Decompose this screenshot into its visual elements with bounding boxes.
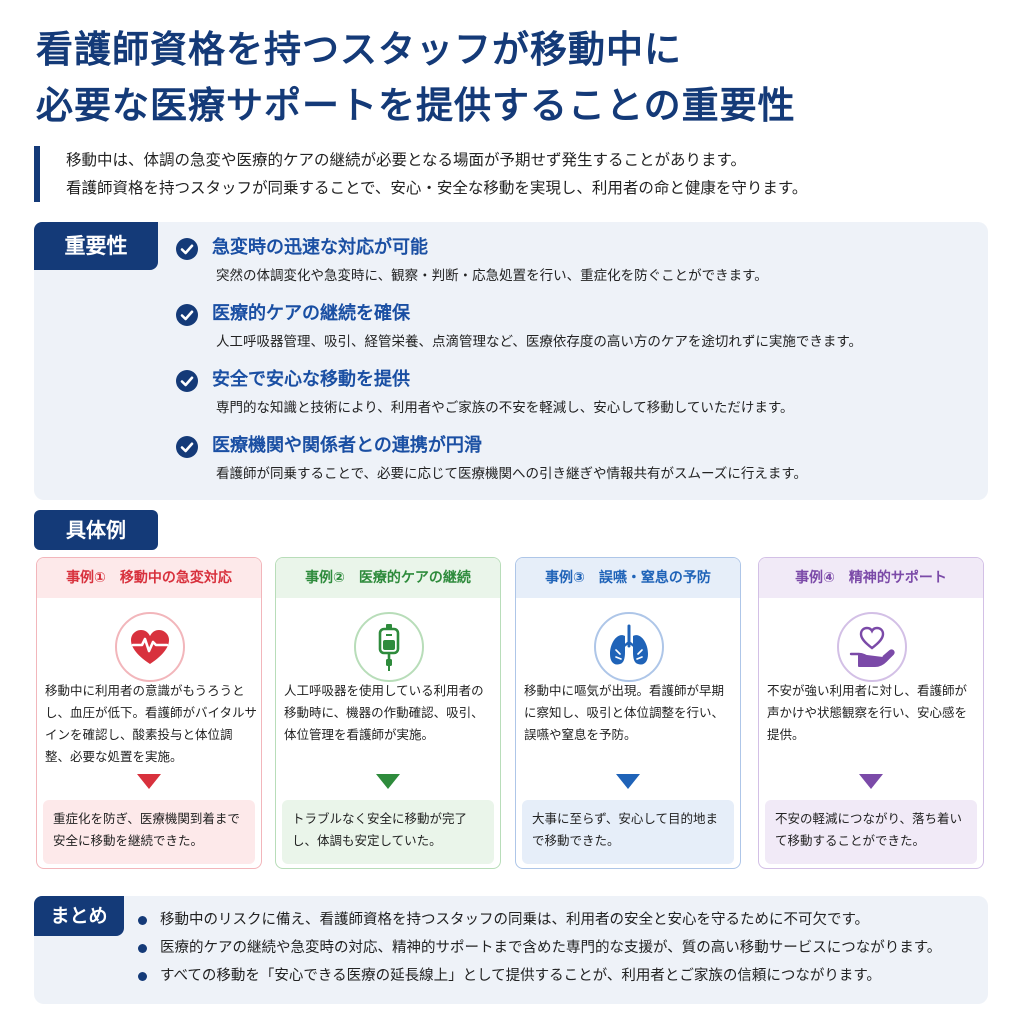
bullet-icon xyxy=(138,916,147,925)
bullet-icon xyxy=(138,972,147,981)
heart-pulse-icon xyxy=(115,612,185,682)
importance-point-title: 急変時の迅速な対応が可能 xyxy=(212,237,428,258)
example-card-result: 大事に至らず、安心して目的地まで移動できた。 xyxy=(522,800,734,864)
summary-item-text: 医療的ケアの継続や急変時の対応、精神的サポートまで含めた専門的な支援が、質の高い… xyxy=(160,940,942,956)
page-title-line1: 看護師資格を持つスタッフが移動中に xyxy=(36,28,682,71)
summary-item: 医療的ケアの継続や急変時の対応、精神的サポートまで含めた専門的な支援が、質の高い… xyxy=(138,934,988,962)
lungs-icon xyxy=(594,612,664,682)
down-arrow-icon xyxy=(616,774,640,789)
check-circle-icon xyxy=(176,238,198,260)
importance-point-title: 安全で安心な移動を提供 xyxy=(212,369,410,390)
check-circle-icon xyxy=(176,304,198,326)
example-card-4: 事例④ 精神的サポート 不安が強い利用者に対し、看護師が声かけや状態観察を行い、… xyxy=(758,557,984,869)
importance-point-text: 突然の体調変化や急変時に、観察・判断・応急処置を行い、重症化を防ぐことができます… xyxy=(216,268,768,284)
heart-hand-icon xyxy=(837,612,907,682)
lead-text: 移動中は、体調の急変や医療的ケアの継続が必要となる場面が予期せず発生することがあ… xyxy=(34,146,994,202)
lead-line1: 移動中は、体調の急変や医療的ケアの継続が必要となる場面が予期せず発生することがあ… xyxy=(66,151,746,169)
example-card-3: 事例③ 誤嚥・窒息の予防 移動中に嘔気が出現。看護師が早期に察知し、吸引と体位調… xyxy=(515,557,741,869)
summary-tag: まとめ xyxy=(34,896,124,936)
example-card-body: 不安が強い利用者に対し、看護師が声かけや状態観察を行い、安心感を提供。 xyxy=(767,683,968,742)
example-card-title: 事例④ 精神的サポート xyxy=(759,558,983,598)
importance-point: 医療的ケアの継続を確保 人工呼吸器管理、吸引、経管栄養、点滴管理など、医療依存度… xyxy=(176,300,986,366)
example-card-result: トラブルなく安全に移動が完了し、体調も安定していた。 xyxy=(282,800,494,864)
down-arrow-icon xyxy=(137,774,161,789)
importance-tag: 重要性 xyxy=(34,222,158,270)
importance-point-text: 専門的な知識と技術により、利用者やご家族の不安を軽減し、安心して移動していただけ… xyxy=(216,400,794,416)
page-title: 看護師資格を持つスタッフが移動中に 必要な医療サポートを提供することの重要性 xyxy=(36,22,996,134)
importance-point: 安全で安心な移動を提供 専門的な知識と技術により、利用者やご家族の不安を軽減し、… xyxy=(176,366,986,432)
summary-panel xyxy=(34,896,988,1004)
importance-points: 急変時の迅速な対応が可能 突然の体調変化や急変時に、観察・判断・応急処置を行い、… xyxy=(176,234,986,498)
check-circle-icon xyxy=(176,436,198,458)
importance-point: 急変時の迅速な対応が可能 突然の体調変化や急変時に、観察・判断・応急処置を行い、… xyxy=(176,234,986,300)
example-card-result: 不安の軽減につながり、落ち着いて移動することができた。 xyxy=(765,800,977,864)
iv-drip-icon xyxy=(354,612,424,682)
example-card-result: 重症化を防ぎ、医療機関到着まで安全に移動を継続できた。 xyxy=(43,800,255,864)
summary-item-text: すべての移動を「安心できる医療の延長線上」として提供することが、利用者とご家族の… xyxy=(160,968,881,984)
examples-tag: 具体例 xyxy=(34,510,158,550)
importance-point-title: 医療的ケアの継続を確保 xyxy=(212,303,410,324)
example-card-body: 移動中に利用者の意識がもうろうとし、血圧が低下。看護師がバイタルサインを確認し、… xyxy=(45,683,258,764)
importance-point: 医療機関や関係者との連携が円滑 看護師が同乗することで、必要に応じて医療機関への… xyxy=(176,432,986,498)
example-card-title: 事例② 医療的ケアの継続 xyxy=(276,558,500,598)
example-card-body: 人工呼吸器を使用している利用者の移動時に、機器の作動確認、吸引、体位管理を看護師… xyxy=(284,683,484,742)
summary-list: 移動中のリスクに備え、看護師資格を持つスタッフの同乗は、利用者の安全と安心を守る… xyxy=(138,906,988,990)
down-arrow-icon xyxy=(376,774,400,789)
summary-item: 移動中のリスクに備え、看護師資格を持つスタッフの同乗は、利用者の安全と安心を守る… xyxy=(138,906,988,934)
summary-item-text: 移動中のリスクに備え、看護師資格を持つスタッフの同乗は、利用者の安全と安心を守る… xyxy=(160,912,870,928)
example-card-2: 事例② 医療的ケアの継続 人工呼吸器を使用している利用者の移動時に、機器の作動確… xyxy=(275,557,501,869)
bullet-icon xyxy=(138,944,147,953)
example-card-title: 事例① 移動中の急変対応 xyxy=(37,558,261,598)
summary-item: すべての移動を「安心できる医療の延長線上」として提供することが、利用者とご家族の… xyxy=(138,962,988,990)
page-title-line2: 必要な医療サポートを提供することの重要性 xyxy=(36,84,796,127)
example-card-title: 事例③ 誤嚥・窒息の予防 xyxy=(516,558,740,598)
lead-line2: 看護師資格を持つスタッフが同乗することで、安心・安全な移動を実現し、利用者の命と… xyxy=(66,179,808,197)
example-card-body: 移動中に嘔気が出現。看護師が早期に察知し、吸引と体位調整を行い、誤嚥や窒息を予防… xyxy=(524,683,725,742)
importance-point-text: 看護師が同乗することで、必要に応じて医療機関への引き継ぎや情報共有がスムーズに行… xyxy=(216,466,808,482)
check-circle-icon xyxy=(176,370,198,392)
down-arrow-icon xyxy=(859,774,883,789)
example-card-1: 事例① 移動中の急変対応 移動中に利用者の意識がもうろうとし、血圧が低下。看護師… xyxy=(36,557,262,869)
importance-point-text: 人工呼吸器管理、吸引、経管栄養、点滴管理など、医療依存度の高い方のケアを途切れず… xyxy=(216,334,862,350)
importance-point-title: 医療機関や関係者との連携が円滑 xyxy=(212,435,482,456)
